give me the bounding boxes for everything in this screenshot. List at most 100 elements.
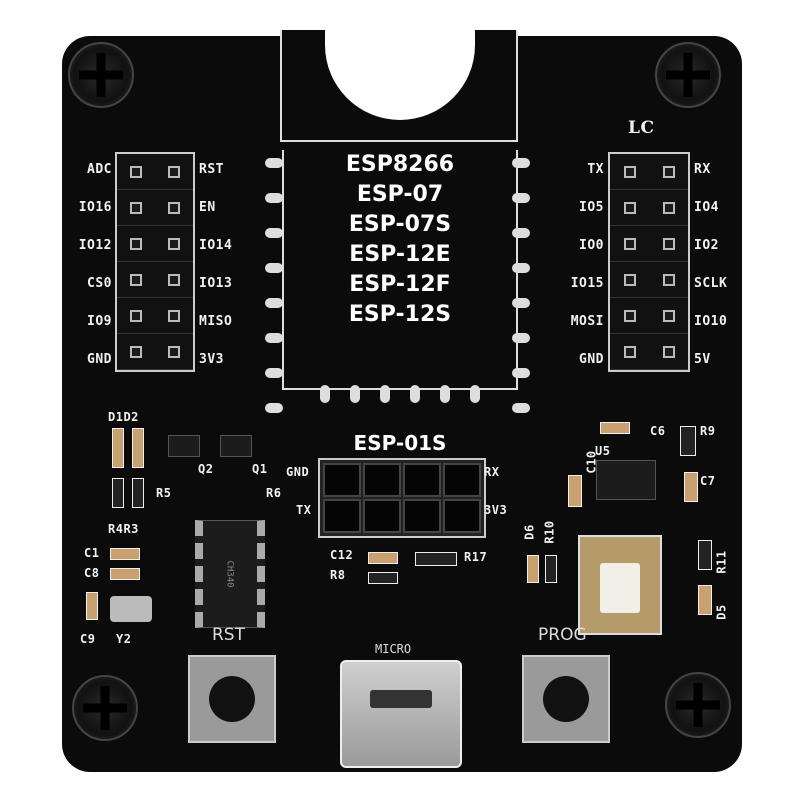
brand-logo: LC bbox=[628, 118, 655, 138]
module-label: ESP8266 bbox=[345, 152, 455, 177]
esp01s-3v3-label: 3V3 bbox=[484, 503, 508, 517]
right-inner-labels: TX IO5 IO0 IO15 MOSI GND bbox=[558, 162, 604, 390]
q1-label: Q1 bbox=[252, 462, 268, 476]
module-label: ESP-12S bbox=[348, 302, 452, 327]
led-d6 bbox=[527, 555, 539, 583]
esp01s-socket[interactable] bbox=[318, 458, 486, 538]
capacitor-c12 bbox=[368, 552, 398, 564]
resistor-r8 bbox=[368, 572, 398, 584]
d5-label: D5 bbox=[714, 604, 729, 620]
c8-label: C8 bbox=[84, 566, 100, 580]
capacitor-c1 bbox=[110, 548, 140, 560]
right-pin-header[interactable] bbox=[608, 152, 690, 372]
reset-button[interactable] bbox=[188, 655, 276, 743]
q2-label: Q2 bbox=[198, 462, 214, 476]
left-outer-labels: ADC IO16 IO12 CS0 IO9 GND bbox=[70, 162, 112, 390]
pin-label: CS0 bbox=[87, 276, 112, 291]
pin-label: IO9 bbox=[87, 314, 112, 329]
r8-label: R8 bbox=[330, 568, 346, 582]
capacitor-c10 bbox=[568, 475, 582, 507]
module-label: ESP-12F bbox=[349, 272, 451, 297]
prog-label: PROG bbox=[538, 625, 587, 645]
pin-label: GND bbox=[87, 352, 112, 367]
pin-label: 3V3 bbox=[199, 352, 224, 367]
ch340-chip: CH340 bbox=[195, 520, 265, 628]
rst-label: RST bbox=[212, 625, 245, 645]
module-label: ESP-07S bbox=[348, 212, 452, 237]
bottom-pads bbox=[320, 385, 480, 403]
usb-label: MICRO bbox=[375, 642, 412, 656]
module-label: ESP-12E bbox=[349, 242, 451, 267]
left-pin-header[interactable] bbox=[115, 152, 195, 372]
r9-label: R9 bbox=[700, 424, 716, 438]
r17-label: R17 bbox=[464, 550, 488, 564]
pin-label: IO2 bbox=[694, 238, 719, 253]
r5-label: R5 bbox=[156, 486, 172, 500]
c1-label: C1 bbox=[84, 546, 100, 560]
pin-label: IO10 bbox=[694, 314, 728, 329]
u5-label: U5 bbox=[595, 444, 611, 458]
pin-label: 5V bbox=[694, 352, 711, 367]
screw-icon bbox=[68, 42, 134, 108]
right-pads bbox=[512, 158, 530, 413]
pin-label: TX bbox=[587, 162, 604, 177]
r6-label: R6 bbox=[266, 486, 282, 500]
prog-button[interactable] bbox=[522, 655, 610, 743]
transistor-q2 bbox=[168, 435, 200, 457]
pin-label: IO4 bbox=[694, 200, 719, 215]
pin-label: RST bbox=[199, 162, 224, 177]
pin-label: IO14 bbox=[199, 238, 233, 253]
pin-label: IO5 bbox=[579, 200, 604, 215]
capacitor-c9 bbox=[86, 592, 98, 620]
capacitor-c8 bbox=[110, 568, 140, 580]
resistor-r17 bbox=[415, 552, 457, 566]
pin-label: IO0 bbox=[579, 238, 604, 253]
pin-label: MOSI bbox=[570, 314, 604, 329]
d1d2-label: D1D2 bbox=[108, 410, 139, 424]
module-outline bbox=[282, 150, 518, 390]
c7-label: C7 bbox=[700, 474, 716, 488]
pin-label: RX bbox=[694, 162, 711, 177]
d6-label: D6 bbox=[522, 524, 537, 540]
resistor-r9 bbox=[680, 426, 696, 456]
pin-label: MISO bbox=[199, 314, 233, 329]
c12-label: C12 bbox=[330, 548, 354, 562]
screw-icon bbox=[665, 672, 731, 738]
pin-label: IO16 bbox=[78, 200, 112, 215]
regulator-u5 bbox=[596, 460, 656, 500]
led-d5 bbox=[698, 585, 712, 615]
crystal-y2 bbox=[110, 596, 152, 622]
c9-label: C9 bbox=[80, 632, 96, 646]
ch340-label: CH340 bbox=[225, 560, 235, 588]
esp01s-gnd-label: GND bbox=[286, 465, 310, 479]
y2-label: Y2 bbox=[116, 632, 132, 646]
module-labels: ESP8266 ESP-07 ESP-07S ESP-12E ESP-12F E… bbox=[320, 150, 480, 330]
r4r3-label: R4R3 bbox=[108, 522, 139, 536]
resistor-r3 bbox=[132, 478, 144, 508]
r11-label: R11 bbox=[714, 550, 729, 574]
left-pads bbox=[265, 158, 283, 413]
led-d2 bbox=[132, 428, 144, 468]
right-outer-labels: RX IO4 IO2 SCLK IO10 5V bbox=[694, 162, 727, 390]
transistor-q1 bbox=[220, 435, 252, 457]
power-switch[interactable] bbox=[578, 535, 662, 635]
esp01s-title: ESP-01S bbox=[353, 431, 447, 455]
screw-icon bbox=[655, 42, 721, 108]
screw-icon bbox=[72, 675, 138, 741]
left-inner-labels: RST EN IO14 IO13 MISO 3V3 bbox=[199, 162, 232, 390]
resistor-r4 bbox=[112, 478, 124, 508]
pin-label: IO12 bbox=[78, 238, 112, 253]
switch-knob[interactable] bbox=[600, 563, 640, 613]
micro-usb-port[interactable] bbox=[340, 660, 462, 768]
module-label: ESP-07 bbox=[356, 182, 444, 207]
esp01s-tx-label: TX bbox=[296, 503, 312, 517]
pin-label: GND bbox=[579, 352, 604, 367]
pin-label: IO15 bbox=[570, 276, 604, 291]
led-d1 bbox=[112, 428, 124, 468]
capacitor-c6 bbox=[600, 422, 630, 434]
pin-label: IO13 bbox=[199, 276, 233, 291]
usb-opening bbox=[370, 690, 432, 708]
r10-label: R10 bbox=[542, 520, 557, 544]
esp01s-rx-label: RX bbox=[484, 465, 500, 479]
pin-label: ADC bbox=[87, 162, 112, 177]
